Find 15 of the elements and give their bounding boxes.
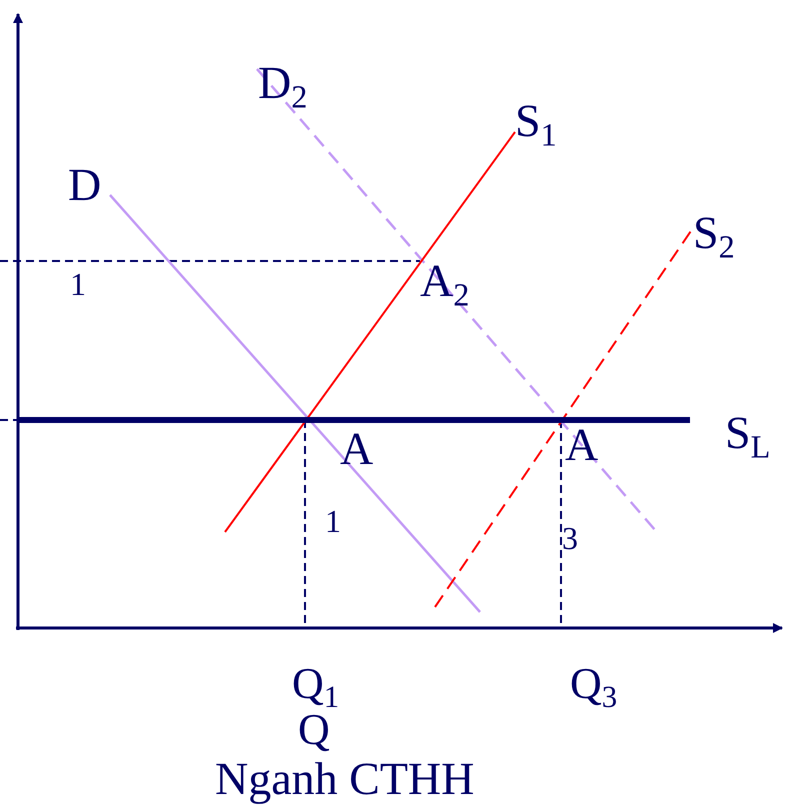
point-label: A: [340, 426, 374, 472]
curve-label: D$_{2}$: [258, 60, 308, 106]
axis-value: 1: [70, 268, 86, 300]
axis-label: Q: [298, 708, 330, 752]
axis-value: 1: [325, 505, 341, 537]
curve-label: S$_{1}$: [515, 98, 557, 144]
axis-label: Q$_{3}$: [570, 662, 618, 706]
axis-label: Q$_{1}$: [292, 662, 340, 706]
curve-label: S$_{2}$: [693, 210, 735, 256]
point-label: A: [565, 422, 598, 468]
curve-label: D: [68, 162, 102, 208]
curve-label: S$_{L}$: [725, 410, 770, 456]
caption: Nganh CTHH: [215, 756, 474, 802]
point-label: A$_{2}$: [420, 258, 470, 304]
axis-value: 3: [562, 522, 578, 554]
